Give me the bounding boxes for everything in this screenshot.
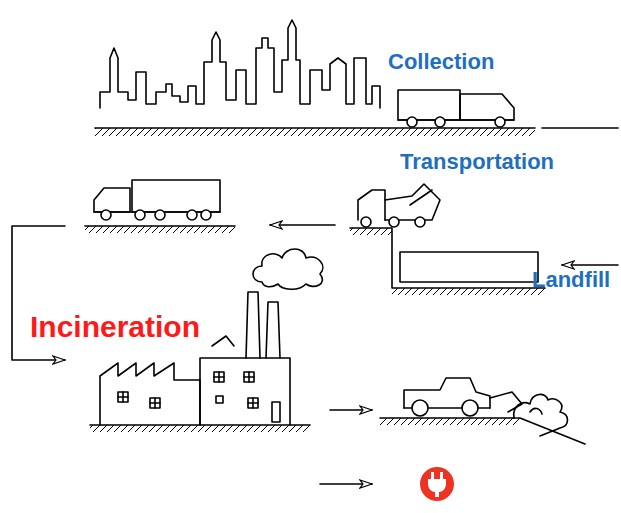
- stage-label: Landfill: [532, 268, 610, 292]
- collection-truck: [398, 90, 514, 127]
- stage-label: Incineration: [30, 310, 200, 343]
- loading-station: [350, 184, 545, 295]
- transport-truck: [85, 180, 235, 233]
- stage-label: Transportation: [400, 150, 554, 174]
- city-skyline: [100, 20, 380, 108]
- landfill-site: [380, 378, 585, 444]
- smoke-cloud: [253, 249, 323, 289]
- electric-plug-icon: [420, 467, 454, 501]
- stage-label: Collection: [388, 50, 494, 74]
